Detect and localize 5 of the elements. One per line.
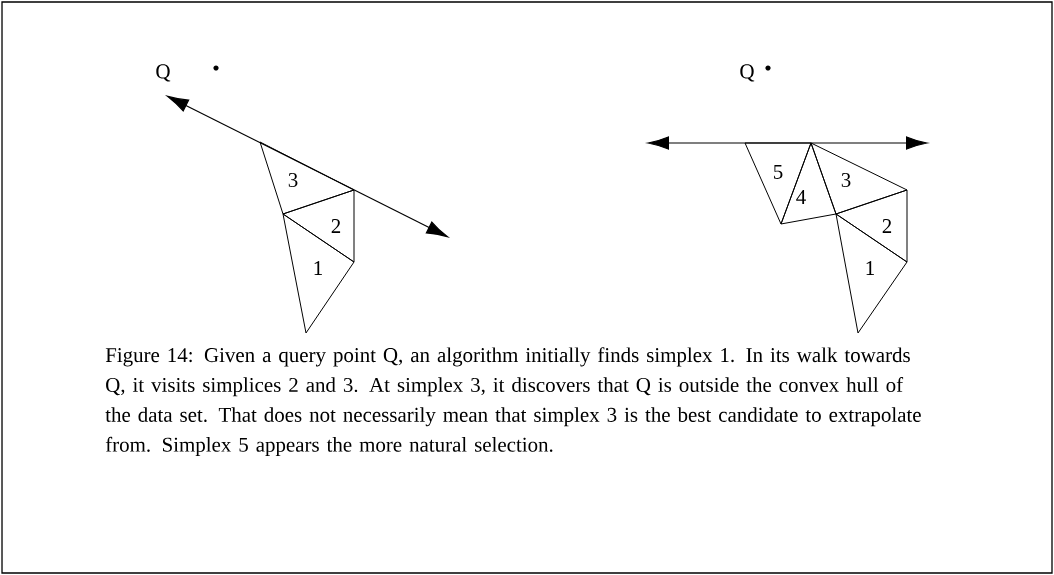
caption: Figure 14: Given a query point Q, an algorithm initially finds simplex 1. In its walk towards Q, it visits simplices 2 and 3. At simplex 3, it discovers that Q is outside the convex hull of the data set. That does not necessarily mean that simplex 3 is the best candidate to extrapolate from. Simplex 5 appears the more natural selection. [105,347,921,457]
simplex-triangle: 3 [259,141,355,215]
simplex-triangle: 3 [810,142,908,215]
query-point: Q [156,64,219,82]
query-point: Q [740,64,771,82]
